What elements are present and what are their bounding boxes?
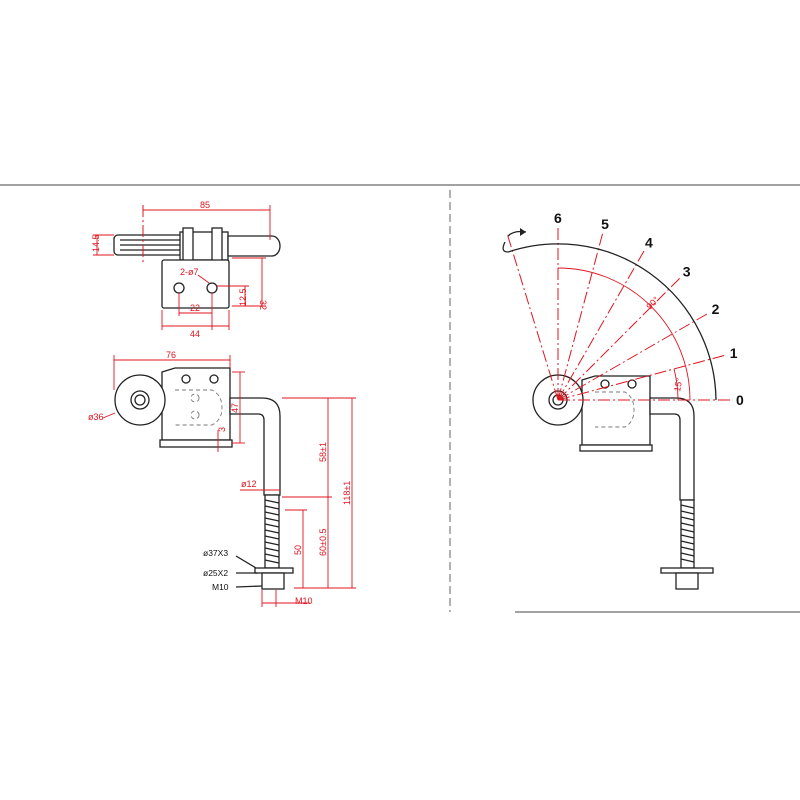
position-label-5: 5 [601, 216, 609, 232]
dim-118: 118±1 [342, 481, 352, 505]
arrowhead-icon [520, 228, 526, 236]
rotation-view: 90° 15° 0 1 2 3 4 5 6 [502, 210, 744, 590]
position-line-5 [557, 233, 603, 401]
swing-arc-end [502, 241, 509, 253]
dim-holes: 2-ø7 [180, 267, 199, 277]
side-view: 76 ø36 47 3 58±1 118±1 ø12 60±0.5 50 M10… [88, 350, 356, 607]
dim-rod: ø12 [241, 479, 257, 489]
dim-m10: M10 [295, 596, 313, 606]
dim-14-5: 14.5 [91, 234, 101, 252]
swing-arc [507, 243, 717, 401]
angle-90-arc [557, 267, 691, 401]
dim-47: 47 [230, 403, 240, 413]
angle-90-label: 90° [644, 294, 661, 311]
dim-76: 76 [166, 350, 176, 360]
position-line-3 [557, 278, 680, 401]
position-label-0: 0 [736, 392, 744, 408]
dim-3: 3 [217, 427, 227, 432]
dim-roller: ø36 [88, 412, 104, 422]
position-line-1 [557, 355, 725, 401]
dim-85: 85 [200, 200, 210, 210]
dim-22: 22 [190, 303, 200, 313]
dim-32: 32 [258, 300, 268, 310]
callout-washer-large: ø37X3 [203, 548, 228, 558]
dim-58: 58±1 [318, 442, 328, 462]
position-lines [507, 228, 733, 401]
position-label-4: 4 [645, 234, 653, 250]
swing-limit-line [507, 235, 559, 401]
position-label-6: 6 [554, 210, 562, 226]
callout-washer-small: ø25X2 [203, 568, 228, 578]
top-view: 85 14.5 2-ø7 32 12.5 22 44 [91, 200, 281, 339]
position-label-1: 1 [730, 345, 738, 361]
angle-15-label: 15° [672, 377, 684, 393]
dim-12-5: 12.5 [238, 288, 248, 306]
position-label-3: 3 [683, 263, 691, 279]
position-label-2: 2 [712, 301, 720, 317]
dim-50: 50 [293, 545, 303, 555]
callout-nut: M10 [212, 582, 229, 592]
position-line-4 [557, 250, 645, 401]
dim-60: 60±0.5 [318, 529, 328, 556]
dim-44: 44 [190, 329, 200, 339]
position-line-2 [557, 313, 708, 401]
angle-15-arc [673, 368, 679, 401]
